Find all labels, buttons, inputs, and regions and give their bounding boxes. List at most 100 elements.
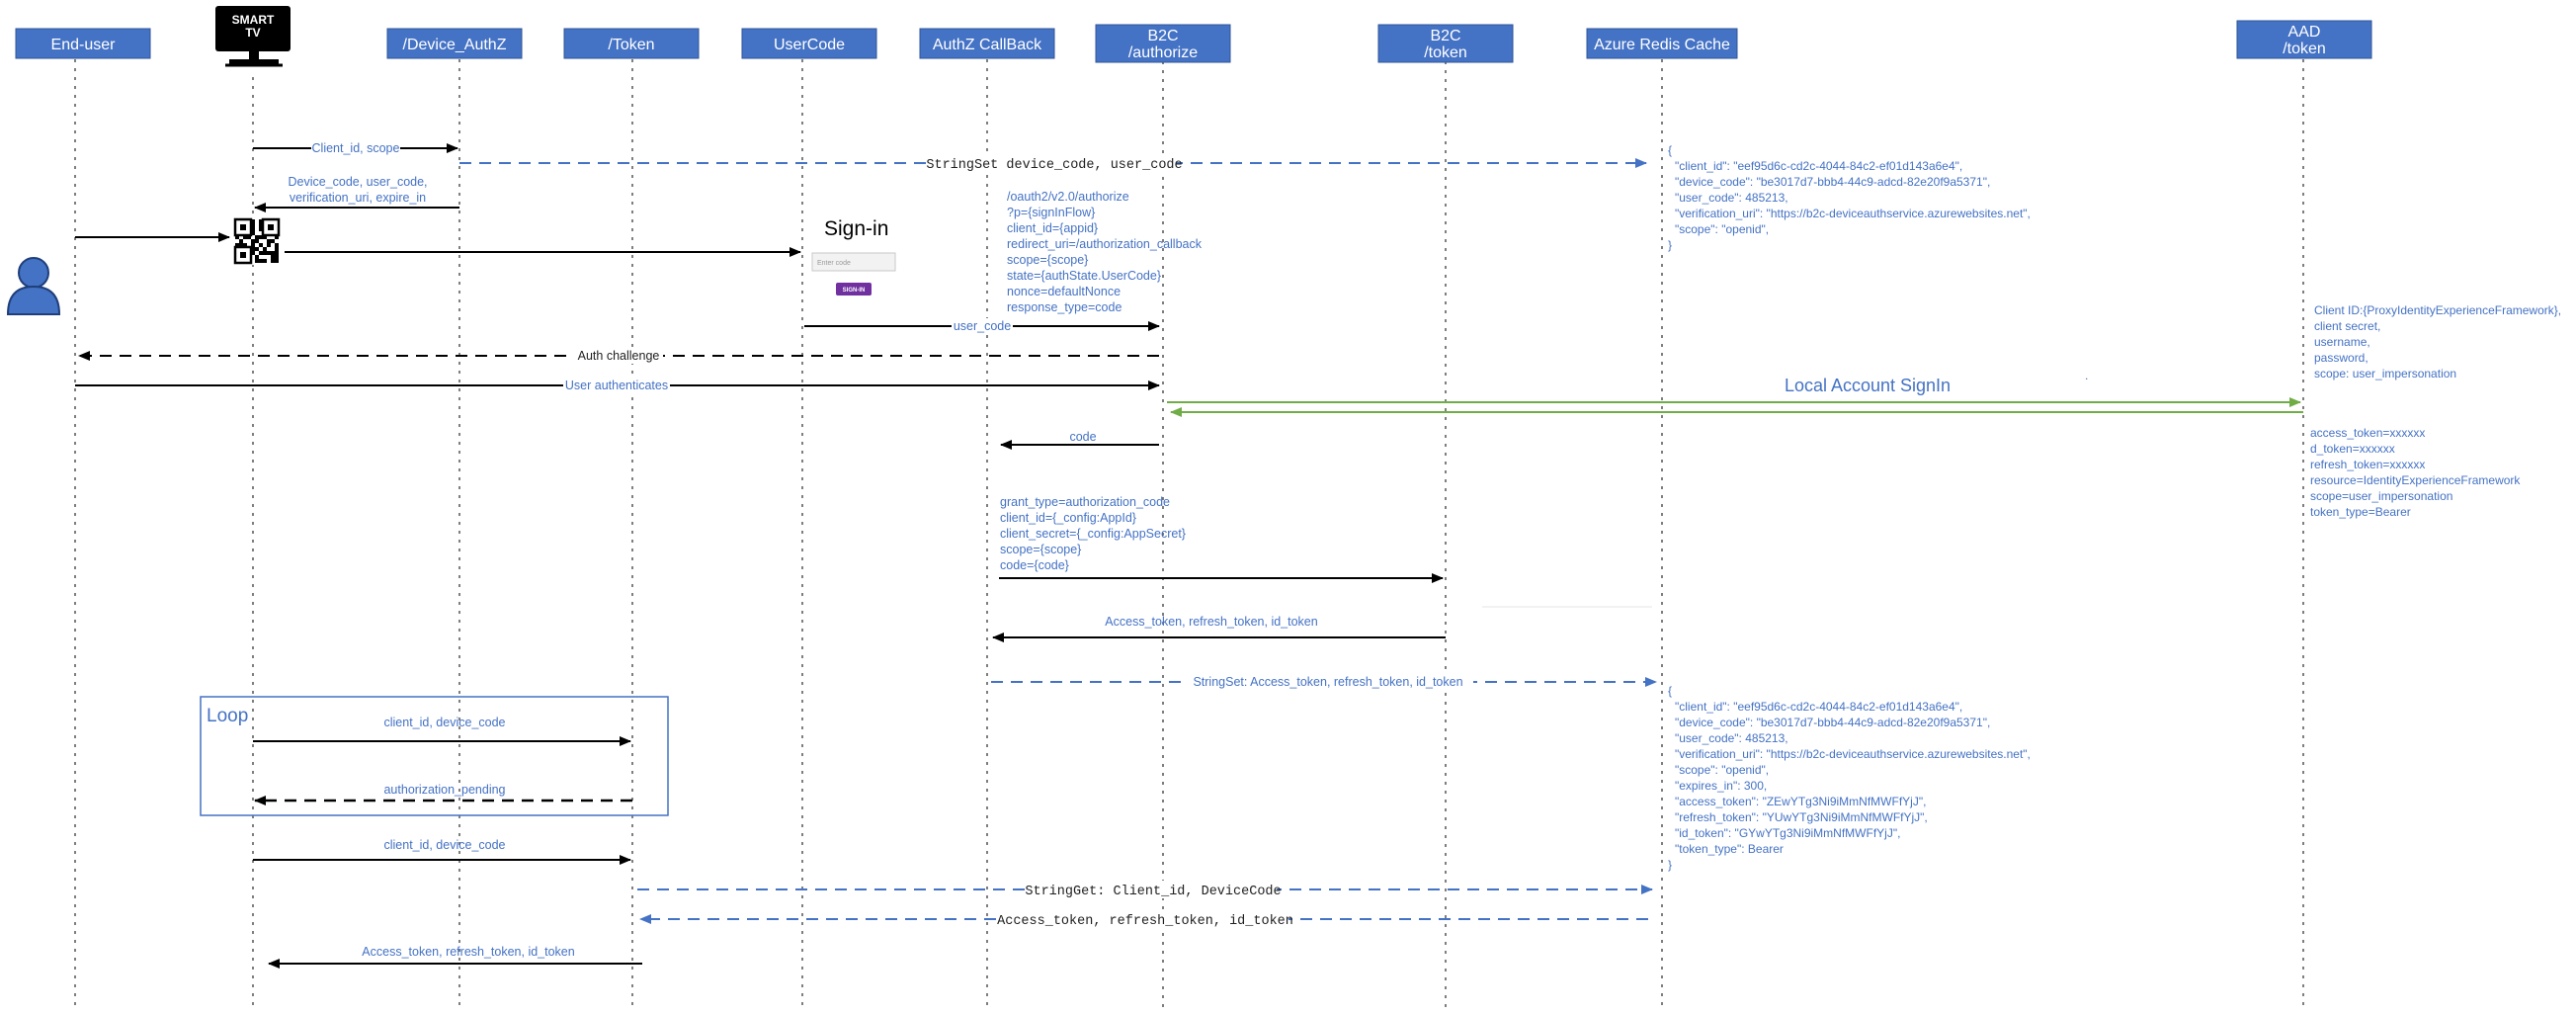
qr-module (275, 255, 279, 259)
participant-label: AAD/token (2283, 24, 2326, 57)
qr-module (251, 219, 255, 223)
note-line: client_id={appid} (1007, 221, 1098, 235)
qr-module (239, 239, 243, 243)
qr-module (275, 251, 279, 255)
qr-module (267, 239, 271, 243)
note-line: "client_id": "eef95d6c-cd2c-4044-84c2-ef… (1675, 700, 1962, 714)
note-line: grant_type=authorization_code (1000, 495, 1170, 509)
signin-card: Sign-in Enter code SIGN-IN (811, 217, 896, 296)
label-stringset-tokens: StringSet: Access_token, refresh_token, … (1193, 675, 1462, 689)
label-stringset-device-code: StringSet device_code, user_code (926, 158, 1182, 173)
note-line: access_token=xxxxxx (2310, 426, 2425, 440)
note-line: "token_type": Bearer (1675, 842, 1784, 856)
note-cache-json-2: {"client_id": "eef95d6c-cd2c-4044-84c2-e… (1668, 684, 2031, 872)
note-line: "access_token": "ZEwYTg3Ni9iMmNfMWFfYjJ"… (1675, 795, 1926, 808)
qr-module (271, 259, 275, 263)
participant-end-user: End-user (15, 28, 151, 59)
note-line: { (1668, 684, 1672, 698)
qr-module (247, 235, 251, 239)
note-line: "refresh_token": "YUwYTg3Ni9iMmNfMWFfYjJ… (1675, 810, 1928, 824)
qr-module (255, 235, 259, 239)
note-line: "id_token": "GYwYTg3Ni9iMmNfMWFfYjJ", (1675, 826, 1900, 840)
participant-usercode: UserCode (741, 28, 877, 59)
text-line: /token (1424, 44, 1467, 61)
label-authorization-pending: authorization_pending (383, 783, 505, 797)
lifelines (74, 59, 2304, 1008)
qr-finder-dot (268, 224, 274, 230)
note-line: "scope": "openid", (1675, 222, 1769, 236)
qr-module (263, 247, 267, 251)
qr-module (251, 251, 255, 255)
note-line: scope: user_impersonation (2314, 367, 2456, 380)
qr-module (259, 235, 263, 239)
note-line: "device_code": "be3017d7-bbb4-44c9-adcd-… (1675, 716, 1990, 729)
qr-module (263, 251, 267, 255)
qr-module (251, 227, 255, 231)
qr-module (267, 243, 271, 247)
participant-label: AuthZ CallBack (933, 37, 1042, 53)
note-line: scope={scope} (1007, 253, 1088, 267)
participant-label: B2C/authorize (1128, 28, 1198, 61)
qr-module (251, 231, 255, 235)
qr-module (255, 247, 259, 251)
note-line: client_id={_config:AppId} (1000, 511, 1136, 525)
note-cache-json-1: {"client_id": "eef95d6c-cd2c-4044-84c2-e… (1668, 143, 2031, 252)
note-line: state={authState.UserCode} (1007, 269, 1161, 283)
note-line: password, (2314, 351, 2368, 365)
note-line: "verification_uri": "https://b2c-devicea… (1675, 747, 2031, 761)
qr-module (275, 259, 279, 263)
loop-label: Loop (207, 706, 248, 726)
qr-finder-dot (240, 252, 246, 258)
signin-button[interactable] (836, 283, 872, 296)
note-line: redirect_uri=/authorization_callback (1007, 237, 1203, 251)
note-line: Client ID:{ProxyIdentityExperienceFramew… (2314, 303, 2561, 317)
qr-module (255, 255, 259, 259)
participant-label: UserCode (774, 37, 845, 53)
qr-module (251, 243, 255, 247)
participant-label: End-user (51, 37, 117, 53)
qr-module (255, 259, 259, 263)
qr-module (259, 223, 263, 227)
note-line: scope=user_impersonation (2310, 489, 2452, 503)
label-tokens-to-tv: Access_token, refresh_token, id_token (362, 945, 574, 959)
note-line: response_type=code (1007, 300, 1122, 314)
participant-label: Azure Redis Cache (1594, 37, 1730, 53)
note-aad-response: access_token=xxxxxxd_token=xxxxxxrefresh… (2310, 426, 2521, 519)
qr-module (251, 223, 255, 227)
note-line: { (1668, 143, 1672, 157)
qr-module (271, 255, 275, 259)
text-line: Device_code, user_code, (288, 175, 427, 189)
text-line: /authorize (1128, 44, 1198, 61)
text-line: /token (2283, 41, 2326, 57)
note-line: } (1668, 238, 1672, 252)
qr-module (235, 243, 239, 247)
qr-module (259, 243, 263, 247)
label-local-account-signin: Local Account SignIn (1785, 376, 1951, 395)
participant-authz-callback: AuthZ CallBack (919, 28, 1055, 59)
text-line: verification_uri, expire_in (290, 191, 426, 205)
text-line: TV (245, 26, 260, 40)
signin-code-placeholder: Enter code (817, 260, 851, 267)
note-line: "device_code": "be3017d7-bbb4-44c9-adcd-… (1675, 175, 1990, 189)
note-line: token_type=Bearer (2310, 505, 2411, 519)
participant-token: /Token (563, 28, 700, 59)
note-line: } (1668, 858, 1672, 872)
qr-module (243, 235, 247, 239)
label-auth-challenge: Auth challenge (578, 349, 660, 363)
qr-finder-dot (240, 224, 246, 230)
qr-module (243, 243, 247, 247)
note-line: d_token=xxxxxx (2310, 442, 2395, 456)
qr-code-icon (233, 217, 281, 265)
note-line: "user_code": 485213, (1675, 191, 1788, 205)
text-line: SMART (232, 13, 275, 27)
participant-b2c-authorize: B2C/authorize (1095, 24, 1231, 63)
qr-module (255, 239, 259, 243)
signin-code-input[interactable] (811, 252, 896, 272)
participant-label: /Device_AuthZ (403, 37, 507, 53)
stray-mark: . (2085, 369, 2088, 382)
note-line: resource=IdentityExperienceFramework (2310, 473, 2521, 487)
label-device-code-response: Device_code, user_code, verification_uri,… (288, 175, 427, 205)
note-line: "client_id": "eef95d6c-cd2c-4044-84c2-ef… (1675, 159, 1962, 173)
qr-module (275, 235, 279, 239)
